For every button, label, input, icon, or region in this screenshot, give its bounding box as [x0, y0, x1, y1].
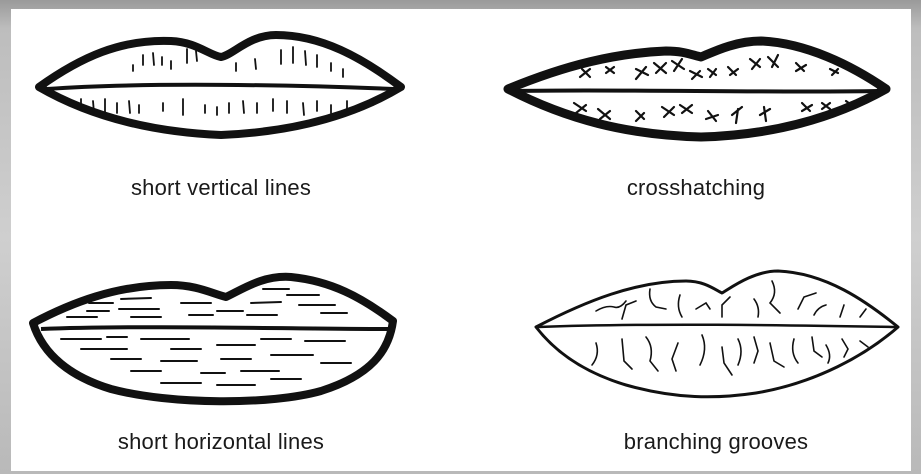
caption-short-vertical-lines: short vertical lines [21, 175, 421, 201]
lip-texture-horizontal-lines: short horizontal lines [21, 259, 421, 464]
lip-texture-crosshatching: crosshatching [496, 17, 896, 217]
caption-crosshatching: crosshatching [496, 175, 896, 201]
lip-texture-branching-grooves: branching grooves [526, 259, 906, 464]
illustration-panel: short vertical lines crosshatching [11, 9, 911, 471]
lips-branching-grooves-drawing [526, 259, 906, 409]
lips-crosshatching-drawing [496, 17, 896, 157]
lips-horizontal-lines-drawing [21, 259, 421, 409]
caption-short-horizontal-lines: short horizontal lines [21, 429, 421, 455]
caption-branching-grooves: branching grooves [526, 429, 906, 455]
lip-texture-vertical-lines: short vertical lines [21, 17, 421, 217]
lips-vertical-lines-drawing [21, 17, 421, 157]
